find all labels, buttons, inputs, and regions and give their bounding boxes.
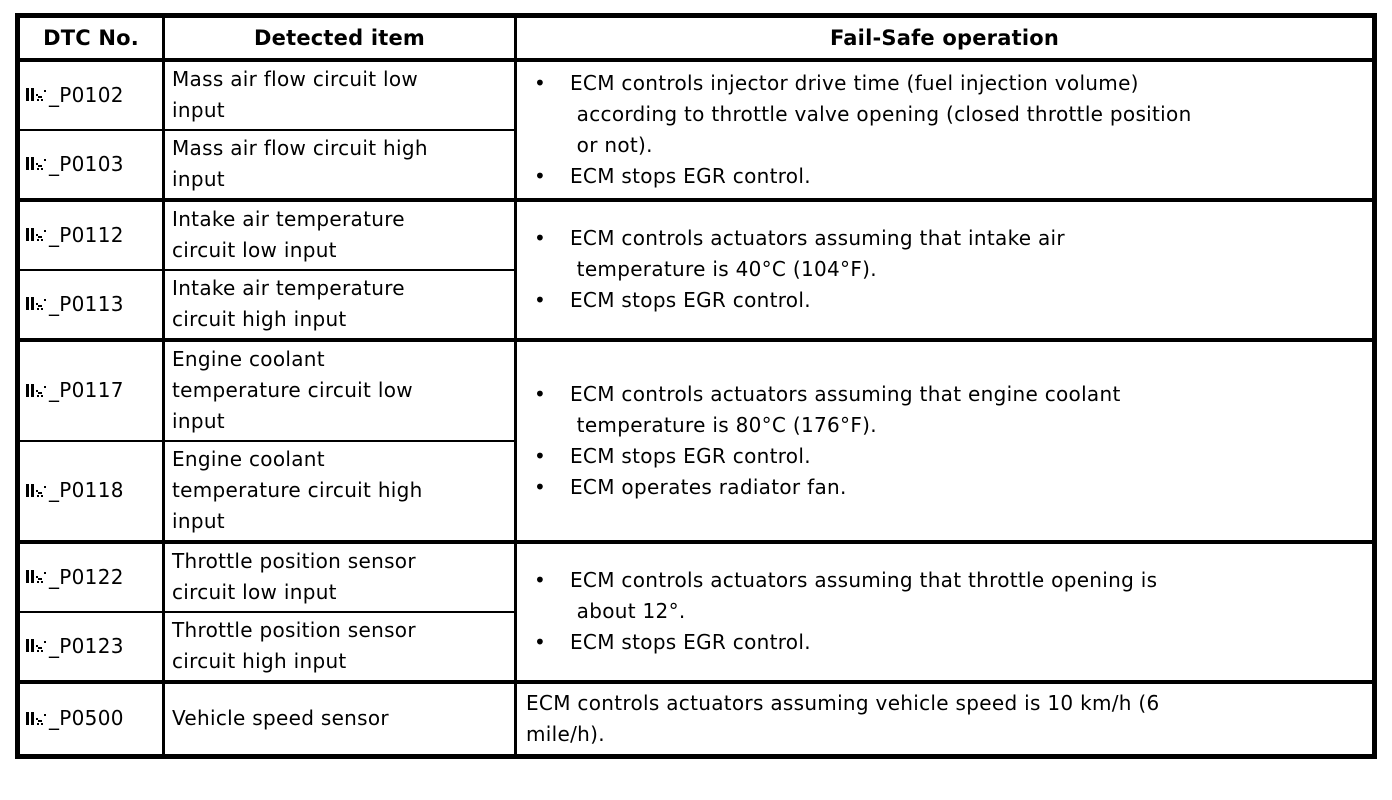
dtc-failsafe-table: DTC No. Detected item Fail-Safe operatio… <box>15 13 1377 759</box>
dtc-link-icon <box>26 639 46 652</box>
failsafe-bullet: ECM controls injector drive time (fuel i… <box>519 68 1365 161</box>
dtc-link-icon <box>26 483 46 497</box>
dtc-code-text: _P0112 <box>49 222 124 247</box>
dtc-code-cell[interactable]: _P0102 <box>16 57 165 131</box>
dtc-link-icon <box>26 570 46 583</box>
failsafe-cell: ECM controls injector drive time (fuel i… <box>514 57 1376 201</box>
detected-item-cell: Engine coolant temperature circuit high … <box>162 439 517 543</box>
dtc-code-text: _P0113 <box>49 291 124 316</box>
detected-item-cell: Mass air flow circuit high input <box>162 128 517 201</box>
dtc-link-icon <box>26 157 46 170</box>
detected-item-cell: Engine coolant temperature circuit low i… <box>162 337 517 442</box>
dtc-code-text: _P0122 <box>49 564 124 589</box>
dtc-code-text: _P0117 <box>49 378 124 402</box>
failsafe-cell: ECM controls actuators assuming that thr… <box>514 539 1376 683</box>
failsafe-cell: ECM controls actuators assuming that eng… <box>514 337 1376 543</box>
failsafe-bullet-list: ECM controls actuators assuming that int… <box>519 223 1365 316</box>
table-row: _P0102 Mass air flow circuit low input E… <box>16 57 1376 201</box>
dtc-code-link[interactable]: _P0500 <box>26 703 160 734</box>
col-header-detected-item: Detected item <box>162 14 517 62</box>
failsafe-bullet: ECM controls actuators assuming that eng… <box>519 379 1365 441</box>
dtc-code-cell[interactable]: _P0118 <box>16 439 165 543</box>
dtc-code-cell[interactable]: _P0103 <box>16 128 165 201</box>
table-header-row: DTC No. Detected item Fail-Safe operatio… <box>16 14 1376 62</box>
detected-item-cell: Throttle position sensor circuit low inp… <box>162 539 517 613</box>
failsafe-bullet: ECM stops EGR control. <box>519 627 1365 658</box>
dtc-failsafe-table-container: DTC No. Detected item Fail-Safe operatio… <box>15 13 1377 759</box>
table-row: _P0123 Throttle position sensor circuit … <box>16 610 1375 683</box>
col-header-dtc-no: DTC No. <box>16 14 165 62</box>
col-header-failsafe-operation: Fail-Safe operation <box>514 14 1376 62</box>
dtc-code-text: _P0103 <box>49 151 124 176</box>
dtc-code-text: _P0500 <box>49 706 124 730</box>
dtc-code-cell[interactable]: _P0117 <box>16 337 165 442</box>
dtc-code-link[interactable]: _P0122 <box>26 562 160 593</box>
failsafe-bullet-list: ECM controls injector drive time (fuel i… <box>519 68 1365 192</box>
dtc-code-link[interactable]: _P0118 <box>26 475 160 506</box>
failsafe-bullet: ECM controls actuators assuming that thr… <box>519 565 1365 627</box>
dtc-code-link[interactable]: _P0123 <box>26 631 160 662</box>
dtc-link-icon <box>26 297 46 310</box>
dtc-link-icon <box>26 228 46 241</box>
failsafe-bullet: ECM controls actuators assuming that int… <box>519 223 1365 285</box>
dtc-code-link[interactable]: _P0103 <box>26 149 160 180</box>
dtc-code-cell[interactable]: _P0123 <box>16 610 165 683</box>
dtc-code-link[interactable]: _P0117 <box>26 375 160 406</box>
dtc-code-cell[interactable]: _P0113 <box>16 268 165 341</box>
dtc-code-link[interactable]: _P0102 <box>26 80 160 111</box>
dtc-code-text: _P0118 <box>49 478 124 502</box>
table-row: _P0117 Engine coolant temperature circui… <box>16 337 1376 543</box>
table-row: _P0500 Vehicle speed sensor ECM controls… <box>16 679 1376 757</box>
failsafe-bullet: ECM operates radiator fan. <box>519 472 1365 503</box>
failsafe-bullet: ECM stops EGR control. <box>519 441 1365 472</box>
failsafe-bullet-list: ECM controls actuators assuming that eng… <box>519 379 1365 503</box>
table-row: _P0103 Mass air flow circuit high input <box>16 128 1375 201</box>
detected-item-cell: Throttle position sensor circuit high in… <box>162 610 517 683</box>
detected-item-cell: Vehicle speed sensor <box>162 679 517 757</box>
dtc-code-link[interactable]: _P0112 <box>26 220 160 251</box>
dtc-code-cell[interactable]: _P0500 <box>16 679 165 757</box>
detected-item-cell: Intake air temperature circuit low input <box>162 197 517 271</box>
table-row: _P0118 Engine coolant temperature circui… <box>16 439 1375 543</box>
failsafe-bullet: ECM stops EGR control. <box>519 285 1365 316</box>
detected-item-cell: Mass air flow circuit low input <box>162 57 517 131</box>
dtc-link-icon <box>26 383 46 397</box>
dtc-code-link[interactable]: _P0113 <box>26 289 160 320</box>
dtc-code-text: _P0102 <box>49 82 124 107</box>
failsafe-cell: ECM controls actuators assuming that int… <box>514 197 1376 341</box>
dtc-code-text: _P0123 <box>49 633 124 658</box>
dtc-link-icon <box>26 88 46 101</box>
failsafe-bullet: ECM stops EGR control. <box>519 161 1365 192</box>
detected-item-cell: Intake air temperature circuit high inpu… <box>162 268 517 341</box>
failsafe-cell: ECM controls actuators assuming vehicle … <box>514 679 1376 757</box>
table-row: _P0122 Throttle position sensor circuit … <box>16 539 1376 683</box>
table-row: _P0113 Intake air temperature circuit hi… <box>16 268 1375 341</box>
dtc-code-cell[interactable]: _P0112 <box>16 197 165 271</box>
table-row: _P0112 Intake air temperature circuit lo… <box>16 197 1376 341</box>
failsafe-bullet-list: ECM controls actuators assuming that thr… <box>519 565 1365 658</box>
dtc-link-icon <box>26 711 46 725</box>
dtc-code-cell[interactable]: _P0122 <box>16 539 165 613</box>
